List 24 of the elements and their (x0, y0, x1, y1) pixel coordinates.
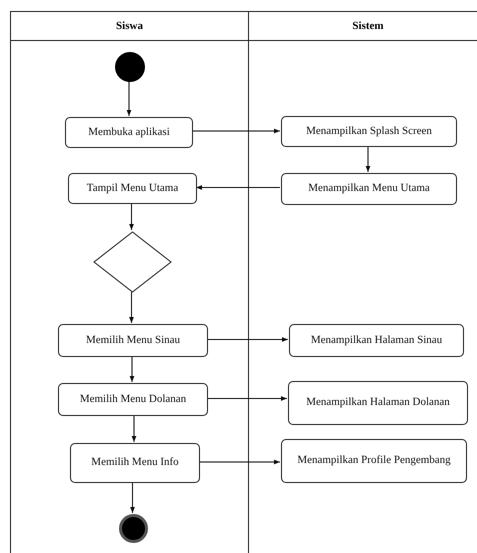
arrow (206, 396, 288, 401)
swimlane (10, 11, 249, 553)
arrow (129, 202, 134, 230)
arrow (366, 146, 370, 172)
arrow (206, 337, 288, 342)
action-box: Memilih Menu Info (70, 443, 200, 483)
arrow (132, 414, 136, 442)
action-box: Menampilkan Halaman Dolanan (288, 381, 468, 425)
arrow (130, 356, 134, 382)
lane-header: Sistem (249, 12, 477, 41)
arrow (129, 292, 134, 324)
action-box: Memilih Menu Dolanan (58, 383, 208, 416)
arrow (126, 80, 132, 116)
action-box: Membuka aplikasi (65, 117, 193, 148)
action-box: Memilih Menu Sinau (58, 324, 208, 357)
action-box: Menampilkan Splash Screen (281, 116, 457, 147)
action-box: Menampilkan Menu Utama (281, 173, 457, 205)
arrow (192, 128, 280, 134)
arrow (198, 460, 280, 464)
arrow (130, 482, 135, 514)
action-box: Menampilkan Profile Pengembang (281, 439, 467, 483)
action-box: Menampilkan Halaman Sinau (289, 324, 464, 357)
arrow (196, 185, 280, 190)
action-box: Tampil Menu Utama (68, 173, 197, 204)
